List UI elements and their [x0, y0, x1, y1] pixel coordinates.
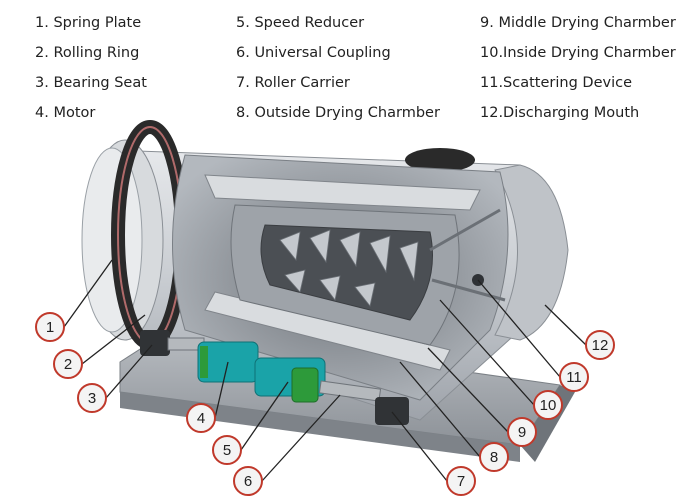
- legend-item-bearing-seat: 3. Bearing Seat: [35, 75, 147, 91]
- legend-item-discharging-mouth: 12.Discharging Mouth: [480, 105, 640, 121]
- leader-lines: [63, 259, 587, 482]
- callout-1: 1: [35, 312, 65, 342]
- callouts: 1 2 3 4 5 6 7 8: [35, 312, 615, 496]
- svg-text:3: 3: [88, 390, 96, 407]
- drive-train: [140, 330, 409, 425]
- callout-5: 5: [212, 435, 242, 465]
- callout-2: 2: [53, 349, 83, 379]
- svg-text:1: 1: [46, 319, 54, 336]
- svg-text:4: 4: [197, 410, 205, 427]
- roller-carrier: [375, 397, 409, 425]
- legend-item-spring-plate: 1. Spring Plate: [35, 15, 142, 31]
- callout-8: 8: [479, 442, 509, 472]
- legend-item-universal-coupling: 6. Universal Coupling: [236, 45, 391, 61]
- legend-item-rolling-ring: 2. Rolling Ring: [35, 45, 140, 61]
- legend-item-motor: 4. Motor: [35, 105, 96, 121]
- callout-10: 10: [533, 390, 563, 420]
- legend-item-inside-chamber: 10.Inside Drying Charmber: [480, 45, 676, 61]
- callout-11: 11: [559, 362, 589, 392]
- svg-text:2: 2: [64, 356, 72, 373]
- svg-text:8: 8: [490, 449, 498, 466]
- callout-7: 7: [446, 466, 476, 496]
- legend-item-outside-chamber: 8. Outside Drying Charmber: [236, 105, 440, 121]
- bearing-seat: [140, 330, 170, 356]
- svg-text:10: 10: [540, 397, 557, 414]
- legend-item-middle-chamber: 9. Middle Drying Charmber: [480, 15, 676, 31]
- callout-3: 3: [77, 383, 107, 413]
- legend-item-roller-carrier: 7. Roller Carrier: [236, 75, 350, 91]
- legend-item-scattering-device: 11.Scattering Device: [480, 75, 632, 91]
- callout-9: 9: [507, 417, 537, 447]
- legend-item-speed-reducer: 5. Speed Reducer: [236, 15, 365, 31]
- svg-text:9: 9: [518, 424, 526, 441]
- svg-text:12: 12: [592, 337, 609, 354]
- svg-text:5: 5: [223, 442, 231, 459]
- callout-6: 6: [233, 466, 263, 496]
- drum-cutaway: [172, 154, 509, 401]
- svg-text:6: 6: [244, 473, 252, 490]
- callout-4: 4: [186, 403, 216, 433]
- svg-text:11: 11: [566, 369, 582, 386]
- discharging-mouth: [405, 148, 569, 341]
- svg-text:7: 7: [457, 473, 465, 490]
- callout-12: 12: [585, 330, 615, 360]
- universal-coupling: [318, 380, 382, 402]
